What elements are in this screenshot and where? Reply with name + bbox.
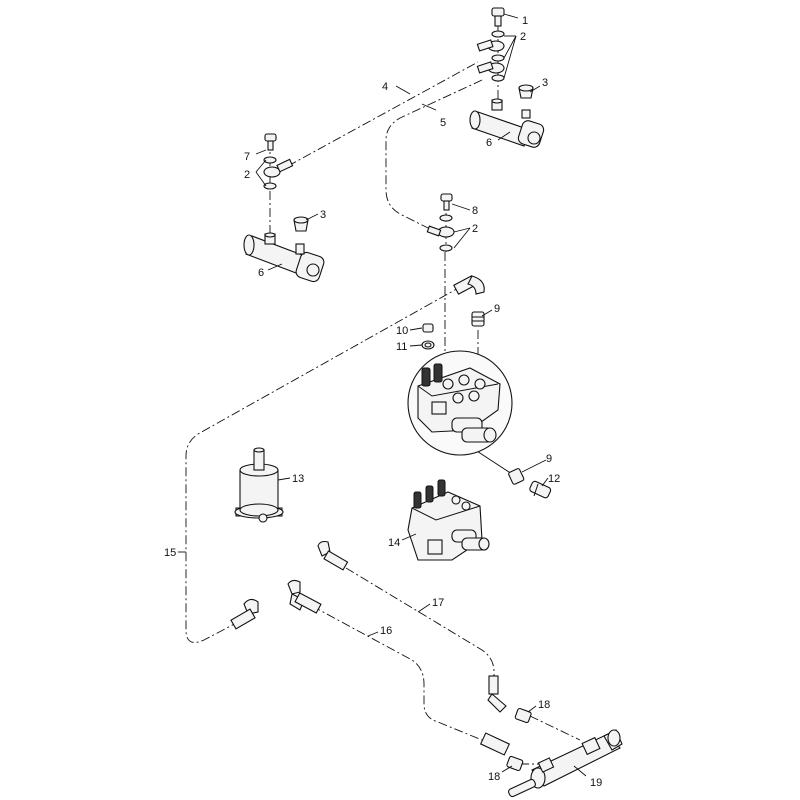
banjo-bolt-1: [491, 7, 505, 17]
plug-10: [422, 323, 434, 333]
callout-15: 15: [164, 547, 176, 559]
washer-2-low: [491, 74, 505, 82]
hose-16-route: [311, 605, 483, 741]
fitting-18-upper: [514, 707, 532, 724]
callout-13: 13: [292, 473, 304, 485]
hose-15-end: [230, 598, 259, 630]
left-banjo-assembly: [263, 133, 294, 190]
hose-17: [317, 540, 507, 713]
oring-11: [421, 340, 435, 350]
elbow-fitting-hose-15: [453, 275, 485, 295]
callout-7: 7: [244, 151, 250, 163]
callout-18-upper: 18: [538, 699, 550, 711]
callout-16: 16: [380, 625, 392, 637]
callout-19: 19: [590, 777, 602, 789]
washer-2-mid: [491, 54, 505, 62]
washer-2-left-low: [263, 182, 277, 190]
callout-9-upper: 9: [494, 303, 500, 315]
hose-17-route: [345, 567, 495, 682]
valve-detail-view: [407, 350, 513, 456]
middle-banjo-assembly: [426, 193, 455, 252]
fitting-18-lower: [506, 755, 524, 772]
callout-4: 4: [382, 81, 388, 93]
hydraulic-motor-13: [234, 447, 284, 523]
washer-2-top: [491, 30, 505, 38]
fitting-9-upper: [471, 311, 485, 327]
callout-18-lower: 18: [488, 771, 500, 783]
leader-lines: [178, 13, 587, 777]
callout-labels: 1 2 3 4 5 6 7 2 3 8 2 6 9 10 11 9 12 13 …: [164, 15, 602, 789]
callout-3-right: 3: [542, 77, 548, 89]
control-valve-14: [407, 479, 490, 561]
hose-16: [287, 579, 511, 756]
cylinder-19: [508, 729, 623, 798]
callout-3-left: 3: [320, 209, 326, 221]
right-banjo-assembly: [476, 7, 505, 82]
callout-8: 8: [472, 205, 478, 217]
callout-10: 10: [396, 325, 408, 337]
hose-4-route: [287, 61, 479, 167]
callout-6-right: 6: [486, 137, 492, 149]
callout-1: 1: [522, 15, 528, 27]
callout-14: 14: [388, 537, 400, 549]
callout-12: 12: [548, 473, 560, 485]
plug-10-oring-11: [421, 323, 435, 350]
fitting-9-lower: [508, 468, 525, 485]
banjo-bolt-8: [440, 193, 453, 202]
callout-2-right: 2: [520, 31, 526, 43]
hose-15-route: [185, 285, 463, 643]
callout-11: 11: [396, 341, 407, 353]
hose-5-route: [385, 79, 483, 231]
callout-9-lower: 9: [546, 453, 552, 465]
callout-2-left: 2: [244, 169, 250, 181]
cylinder-6-right: [469, 84, 545, 148]
washer-2-left-top: [263, 156, 277, 164]
cylinder-6-left: [243, 216, 325, 283]
callout-17: 17: [432, 597, 444, 609]
callout-2-middle: 2: [472, 223, 478, 235]
port-line-18-upper: [529, 715, 581, 741]
callout-6-left: 6: [258, 267, 264, 279]
callout-5: 5: [440, 117, 446, 129]
banjo-bolt-7: [264, 133, 277, 142]
banjo-fitting-left: [263, 166, 281, 178]
